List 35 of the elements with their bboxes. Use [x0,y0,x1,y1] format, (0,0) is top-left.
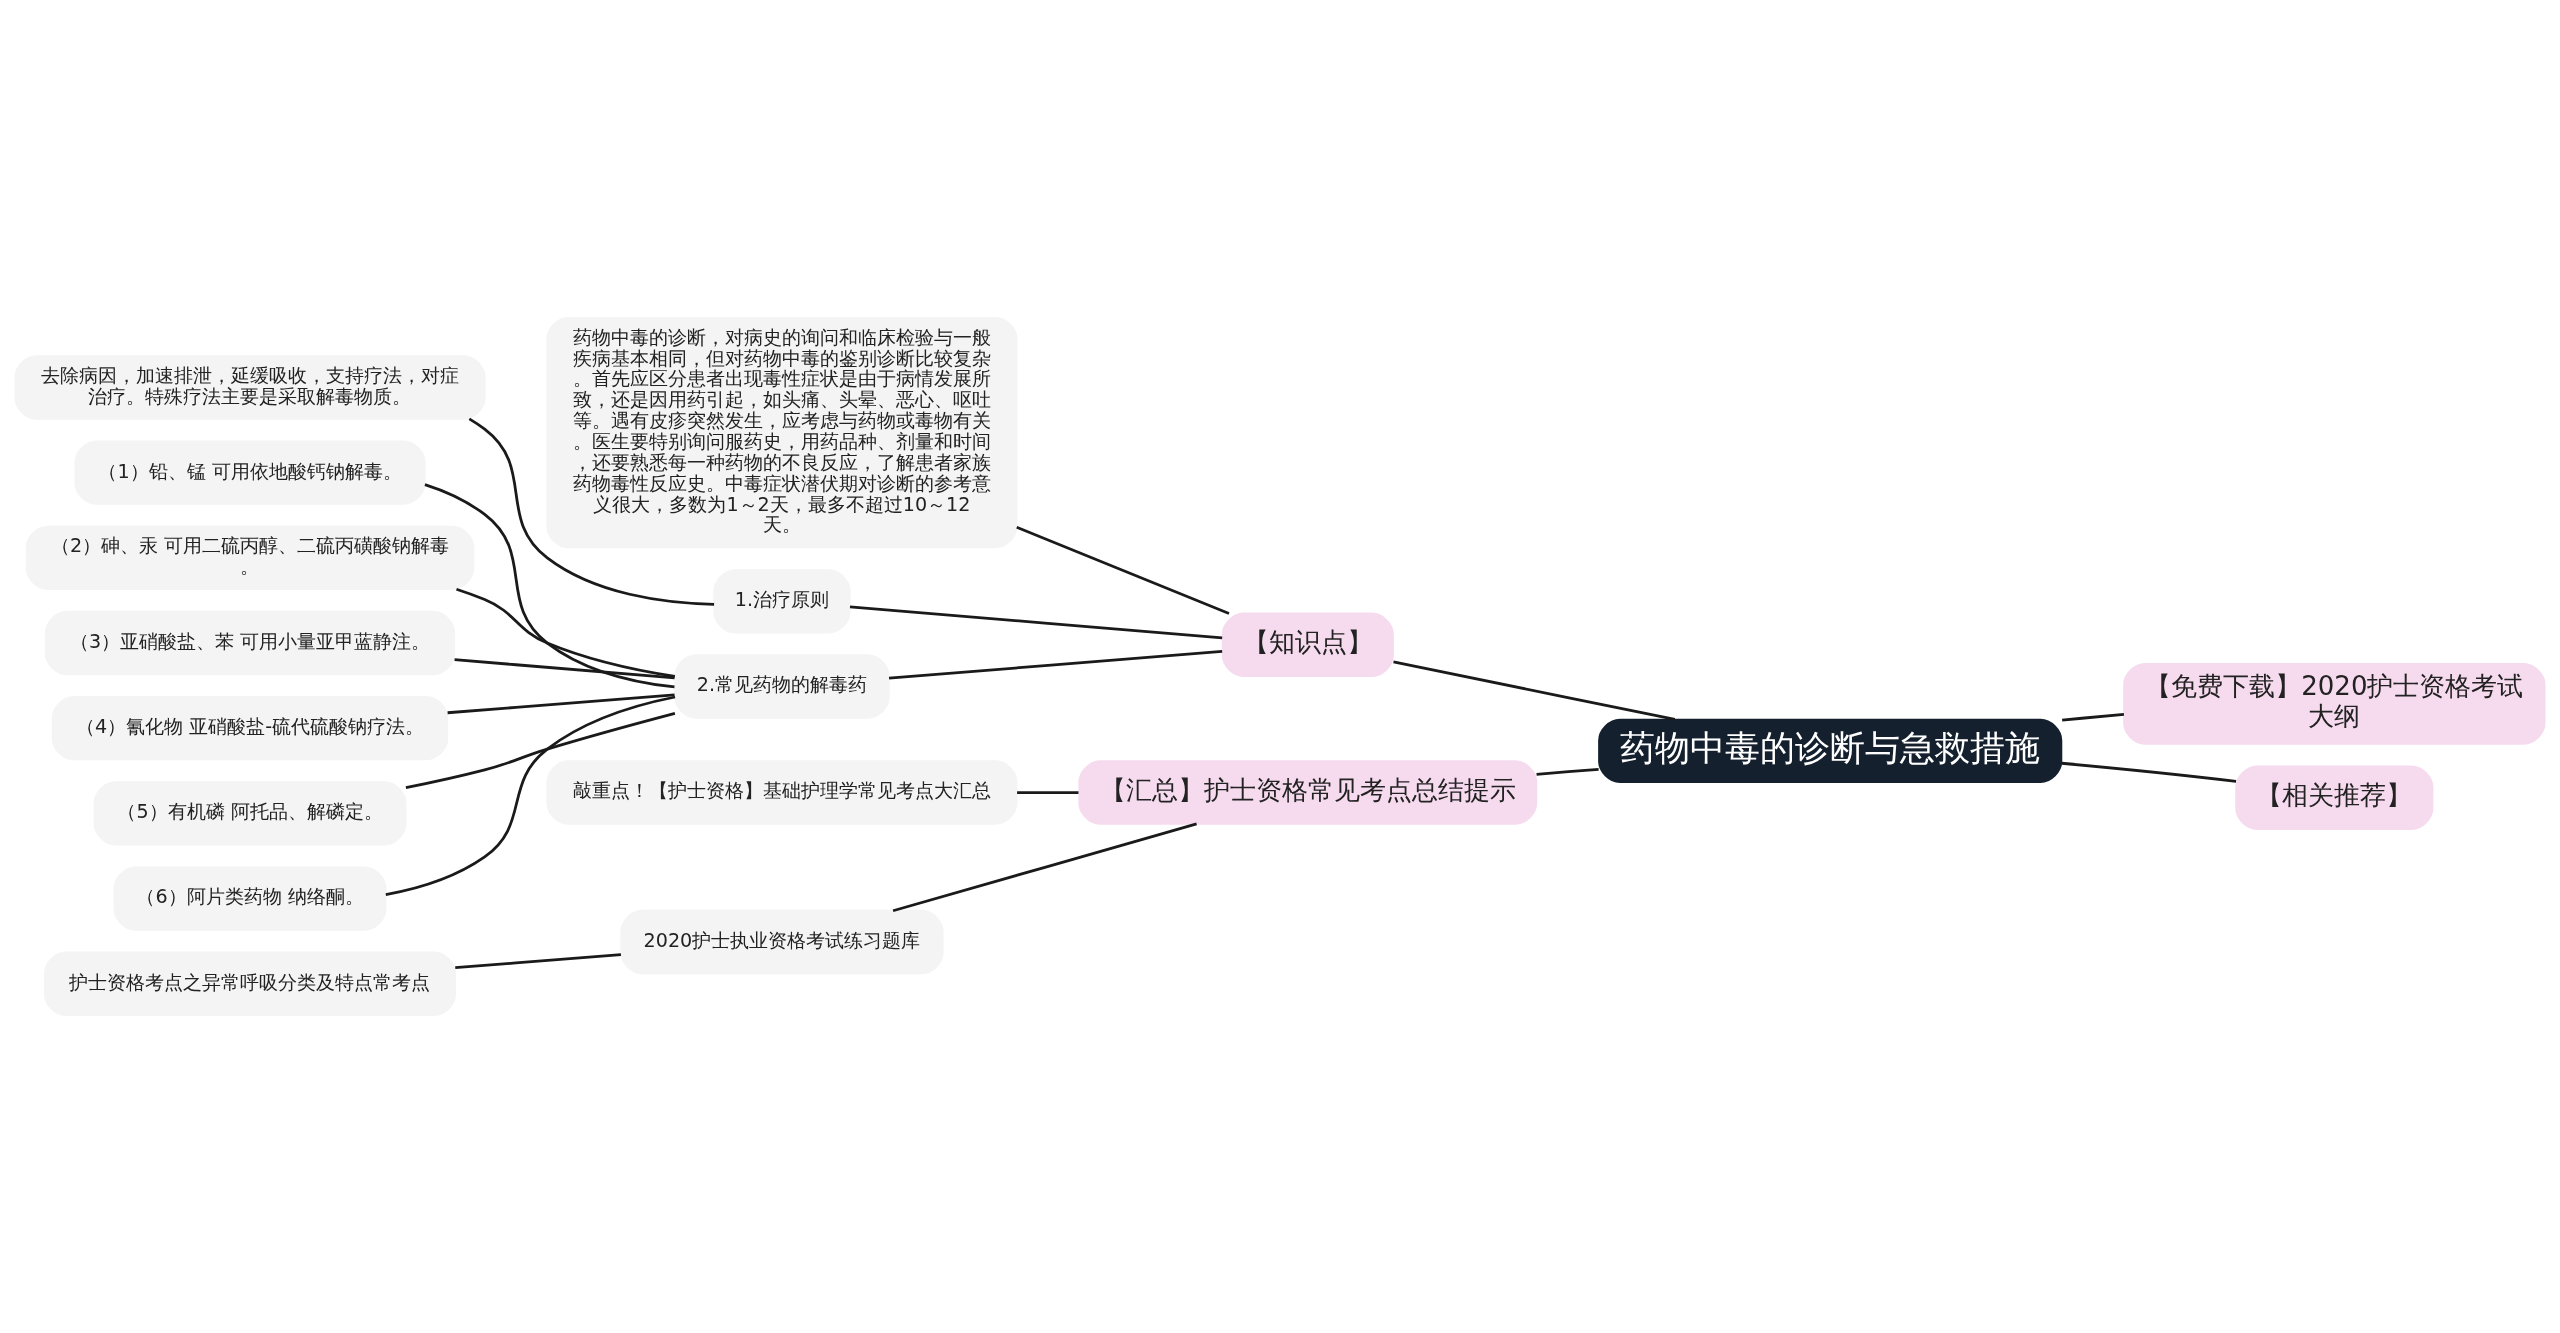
node-box: 2020护士执业资格考试练习题库 [620,909,944,975]
node-box: 药物中毒的诊断，对病史的询问和临床检验与一般疾病基本相同，但对药物中毒的鉴别诊断比较复杂。首先应区分患者出现毒性症状是由于病情发展所致，还是因用药引起，如头痛、头晕、恶心、呕吐等。遇有皮疹突然发生，应考虑与药物或毒物有关。医生要特别询问服药史，用药品种、剂量和时间，还要熟悉每一种药物的不良反应，了解患者家族药物毒性反应史。中毒症状潜伏期对诊断的参考意义很大，多数为1～2天，最多不超过10～12天。 [546,317,1018,549]
node-box: 护士资格考点之异常呼吸分类及特点常考点 [44,951,456,1016]
node-box: 1.治疗原则 [713,569,851,634]
connector [456,587,676,678]
connector [447,693,675,715]
connector [424,483,675,689]
node-box: 药物中毒的诊断与急救措施 [1598,718,2063,783]
node-box: 去除病因，加速排泄，延缓吸收，支持疗法，对症治疗。特殊疗法主要是采取解毒物质。 [14,355,486,420]
node-box: 【免费下载】2020护士资格考试大纲 [2123,663,2546,745]
node-box: （2）砷、汞 可用二硫丙醇、二硫丙磺酸钠解毒。 [25,525,475,590]
connector [1536,767,1599,776]
connector [1017,791,1079,794]
connector [385,695,676,896]
connector [849,605,1223,640]
connector [1393,660,1676,721]
node-box: （1）铅、锰 可用依地酸钙钠解毒。 [74,440,426,505]
connector [2062,713,2125,722]
node-box: 敲重点！【护士资格】基础护理学常见考点大汇总 [546,760,1018,825]
node-box: （6）阿片类药物 纳络酮。 [113,866,387,931]
node-box: 【相关推荐】 [2235,765,2434,830]
connector [892,822,1197,913]
connector [405,712,676,790]
connector [2061,761,2237,783]
node-box: 【汇总】护士资格常见考点总结提示 [1078,760,1538,825]
node-box: （3）亚硝酸盐、苯 可用小量亚甲蓝静注。 [44,610,456,676]
node-box: （5）有机磷 阿托品、解磷定。 [93,781,407,846]
connector [468,417,715,606]
connector [455,953,622,970]
node-box: （4）氰化物 亚硝酸盐-硫代硫酸钠疗法。 [51,696,449,761]
connector [454,658,675,680]
connector [1016,526,1230,615]
node-box: 【知识点】 [1221,612,1394,677]
connector [888,650,1223,680]
node-box: 2.常见药物的解毒药 [674,654,890,719]
